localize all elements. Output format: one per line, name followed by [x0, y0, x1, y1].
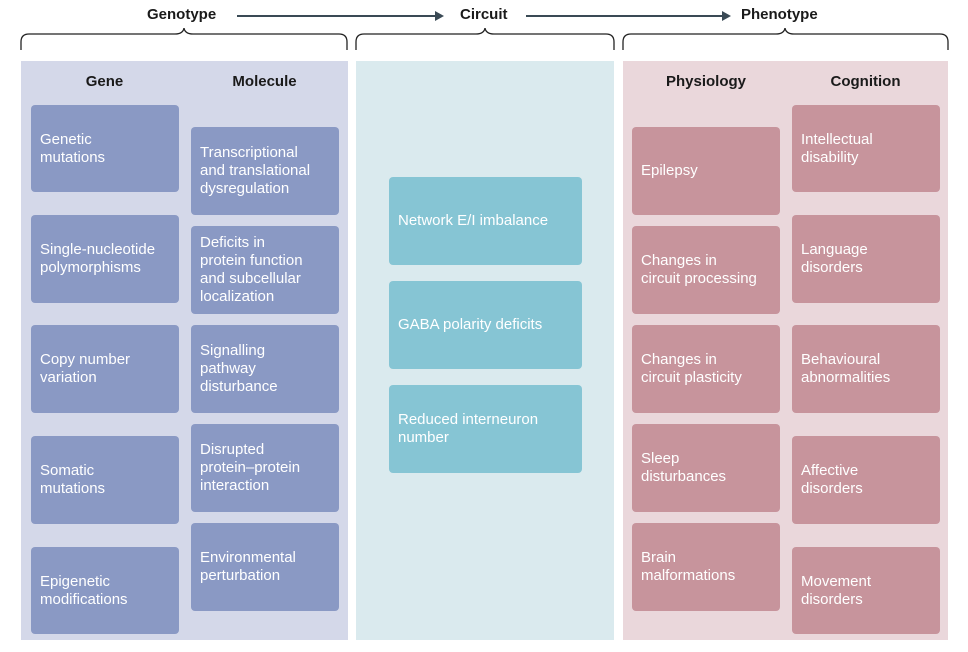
physiology-box-label: Sleep disturbances: [641, 450, 727, 485]
physiology-box: Sleep disturbances: [632, 424, 780, 512]
cognition-box: Movement disorders: [792, 547, 940, 634]
gene-column-header: Gene: [85, 73, 124, 90]
molecule-box: Environmental perturbation: [191, 523, 339, 611]
cognition-box: Affective disorders: [792, 436, 940, 524]
molecule-box: Disrupted protein–protein interaction: [191, 424, 339, 512]
molecule-box-label: Disrupted protein–protein interaction: [200, 441, 301, 494]
molecule-column-header: Molecule: [232, 73, 297, 90]
molecule-box: Deficits in protein function and subcell…: [191, 226, 339, 314]
physiology-box: Changes in circuit processing: [632, 226, 780, 314]
cognition-box: Language disorders: [792, 215, 940, 303]
genotype-to-circuit-arrow: [237, 11, 444, 21]
cognition-box-label: Affective disorders: [801, 462, 863, 497]
gene-box: Epigenetic modifications: [31, 547, 179, 634]
cognition-box-label: Intellectual disability: [801, 130, 873, 166]
molecule-box-label: Signalling pathway disturbance: [200, 342, 278, 395]
circuit-box: GABA polarity deficits: [389, 281, 582, 369]
molecule-box: Transcriptional and translational dysreg…: [191, 127, 339, 215]
phenotype-header: Phenotype: [741, 6, 818, 23]
physiology-column-header: Physiology: [665, 73, 747, 90]
cognition-box-label: Movement disorders: [801, 572, 872, 608]
cognition-box: Behavioural abnormalities: [792, 325, 940, 413]
molecule-box-label: Deficits in protein function and subcell…: [200, 234, 303, 305]
physiology-box-label: Epilepsy: [641, 162, 698, 179]
cognition-box: Intellectual disability: [792, 105, 940, 192]
molecule-box: Signalling pathway disturbance: [191, 325, 339, 413]
physiology-box-label: Brain malformations: [641, 549, 736, 584]
circuit-box-label: Network E/I imbalance: [398, 212, 549, 229]
gene-box: Genetic mutations: [31, 105, 179, 192]
physiology-box: Epilepsy: [632, 127, 780, 215]
gene-box: Single-nucleotide polymorphisms: [31, 215, 179, 303]
circuit-box-label: GABA polarity deficits: [398, 316, 543, 333]
gene-box-label: Single-nucleotide polymorphisms: [40, 241, 156, 276]
genotype-header: Genotype: [147, 6, 217, 23]
physiology-box: Changes in circuit plasticity: [632, 325, 780, 413]
molecule-box-label: Transcriptional and translational dysreg…: [200, 144, 311, 197]
circuit-box: Network E/I imbalance: [389, 177, 582, 265]
gene-box-label: Genetic mutations: [40, 130, 106, 166]
cognition-box-label: Language disorders: [801, 241, 868, 276]
circuit-to-phenotype-arrow: [526, 11, 731, 21]
cognition-box-label: Behavioural abnormalities: [801, 351, 891, 386]
phenotype-brace: [622, 28, 949, 50]
genotype-brace: [20, 28, 348, 50]
physiology-box-label: Changes in circuit plasticity: [641, 351, 742, 386]
molecule-box-label: Environmental perturbation: [200, 549, 296, 584]
circuit-box: Reduced interneuron number: [389, 385, 582, 473]
gene-box: Copy number variation: [31, 325, 179, 413]
physiology-box-label: Changes in circuit processing: [641, 252, 757, 287]
cognition-column-header: Cognition: [830, 73, 901, 90]
circuit-brace: [355, 28, 615, 50]
gene-box-label: Copy number variation: [40, 351, 131, 386]
gene-box: Somatic mutations: [31, 436, 179, 524]
gene-box-label: Somatic mutations: [40, 462, 106, 497]
circuit-box-label: Reduced interneuron number: [398, 411, 539, 446]
physiology-box: Brain malformations: [632, 523, 780, 611]
gene-box-label: Epigenetic modifications: [40, 572, 128, 608]
circuit-header: Circuit: [460, 6, 508, 23]
